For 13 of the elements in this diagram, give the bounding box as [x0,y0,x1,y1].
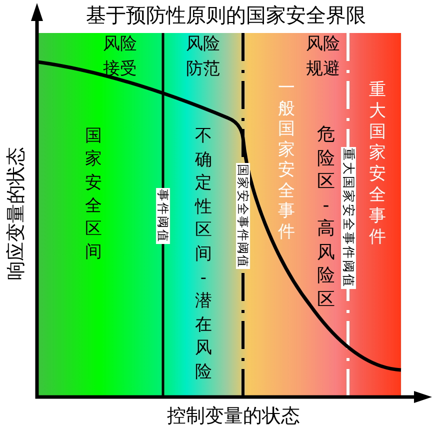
zone-label: 不确定性区间-潜在风险 [194,125,213,384]
zone-label: 危险区-高风险区 [316,123,336,311]
zone-label: 一般国家安全事件 [277,78,296,242]
axis-label: 控制变量的状态 [167,407,300,426]
threshold-label: 国家安全事件阈值 [236,163,250,269]
axis-label: 响应变量的状态 [7,147,26,280]
zone-heading: 风险防范 [185,33,221,81]
threshold-label: 事件阈值 [156,188,170,244]
threshold-label: 重大国家安全事件阈值 [341,147,356,289]
zone-label: 重大国家安全事件 [368,80,387,248]
zone-heading: 风险规避 [305,33,341,81]
zone-label: 国家安全区间 [84,125,103,264]
chart-title: 基于预防性原则的国家安全界限 [86,5,366,25]
